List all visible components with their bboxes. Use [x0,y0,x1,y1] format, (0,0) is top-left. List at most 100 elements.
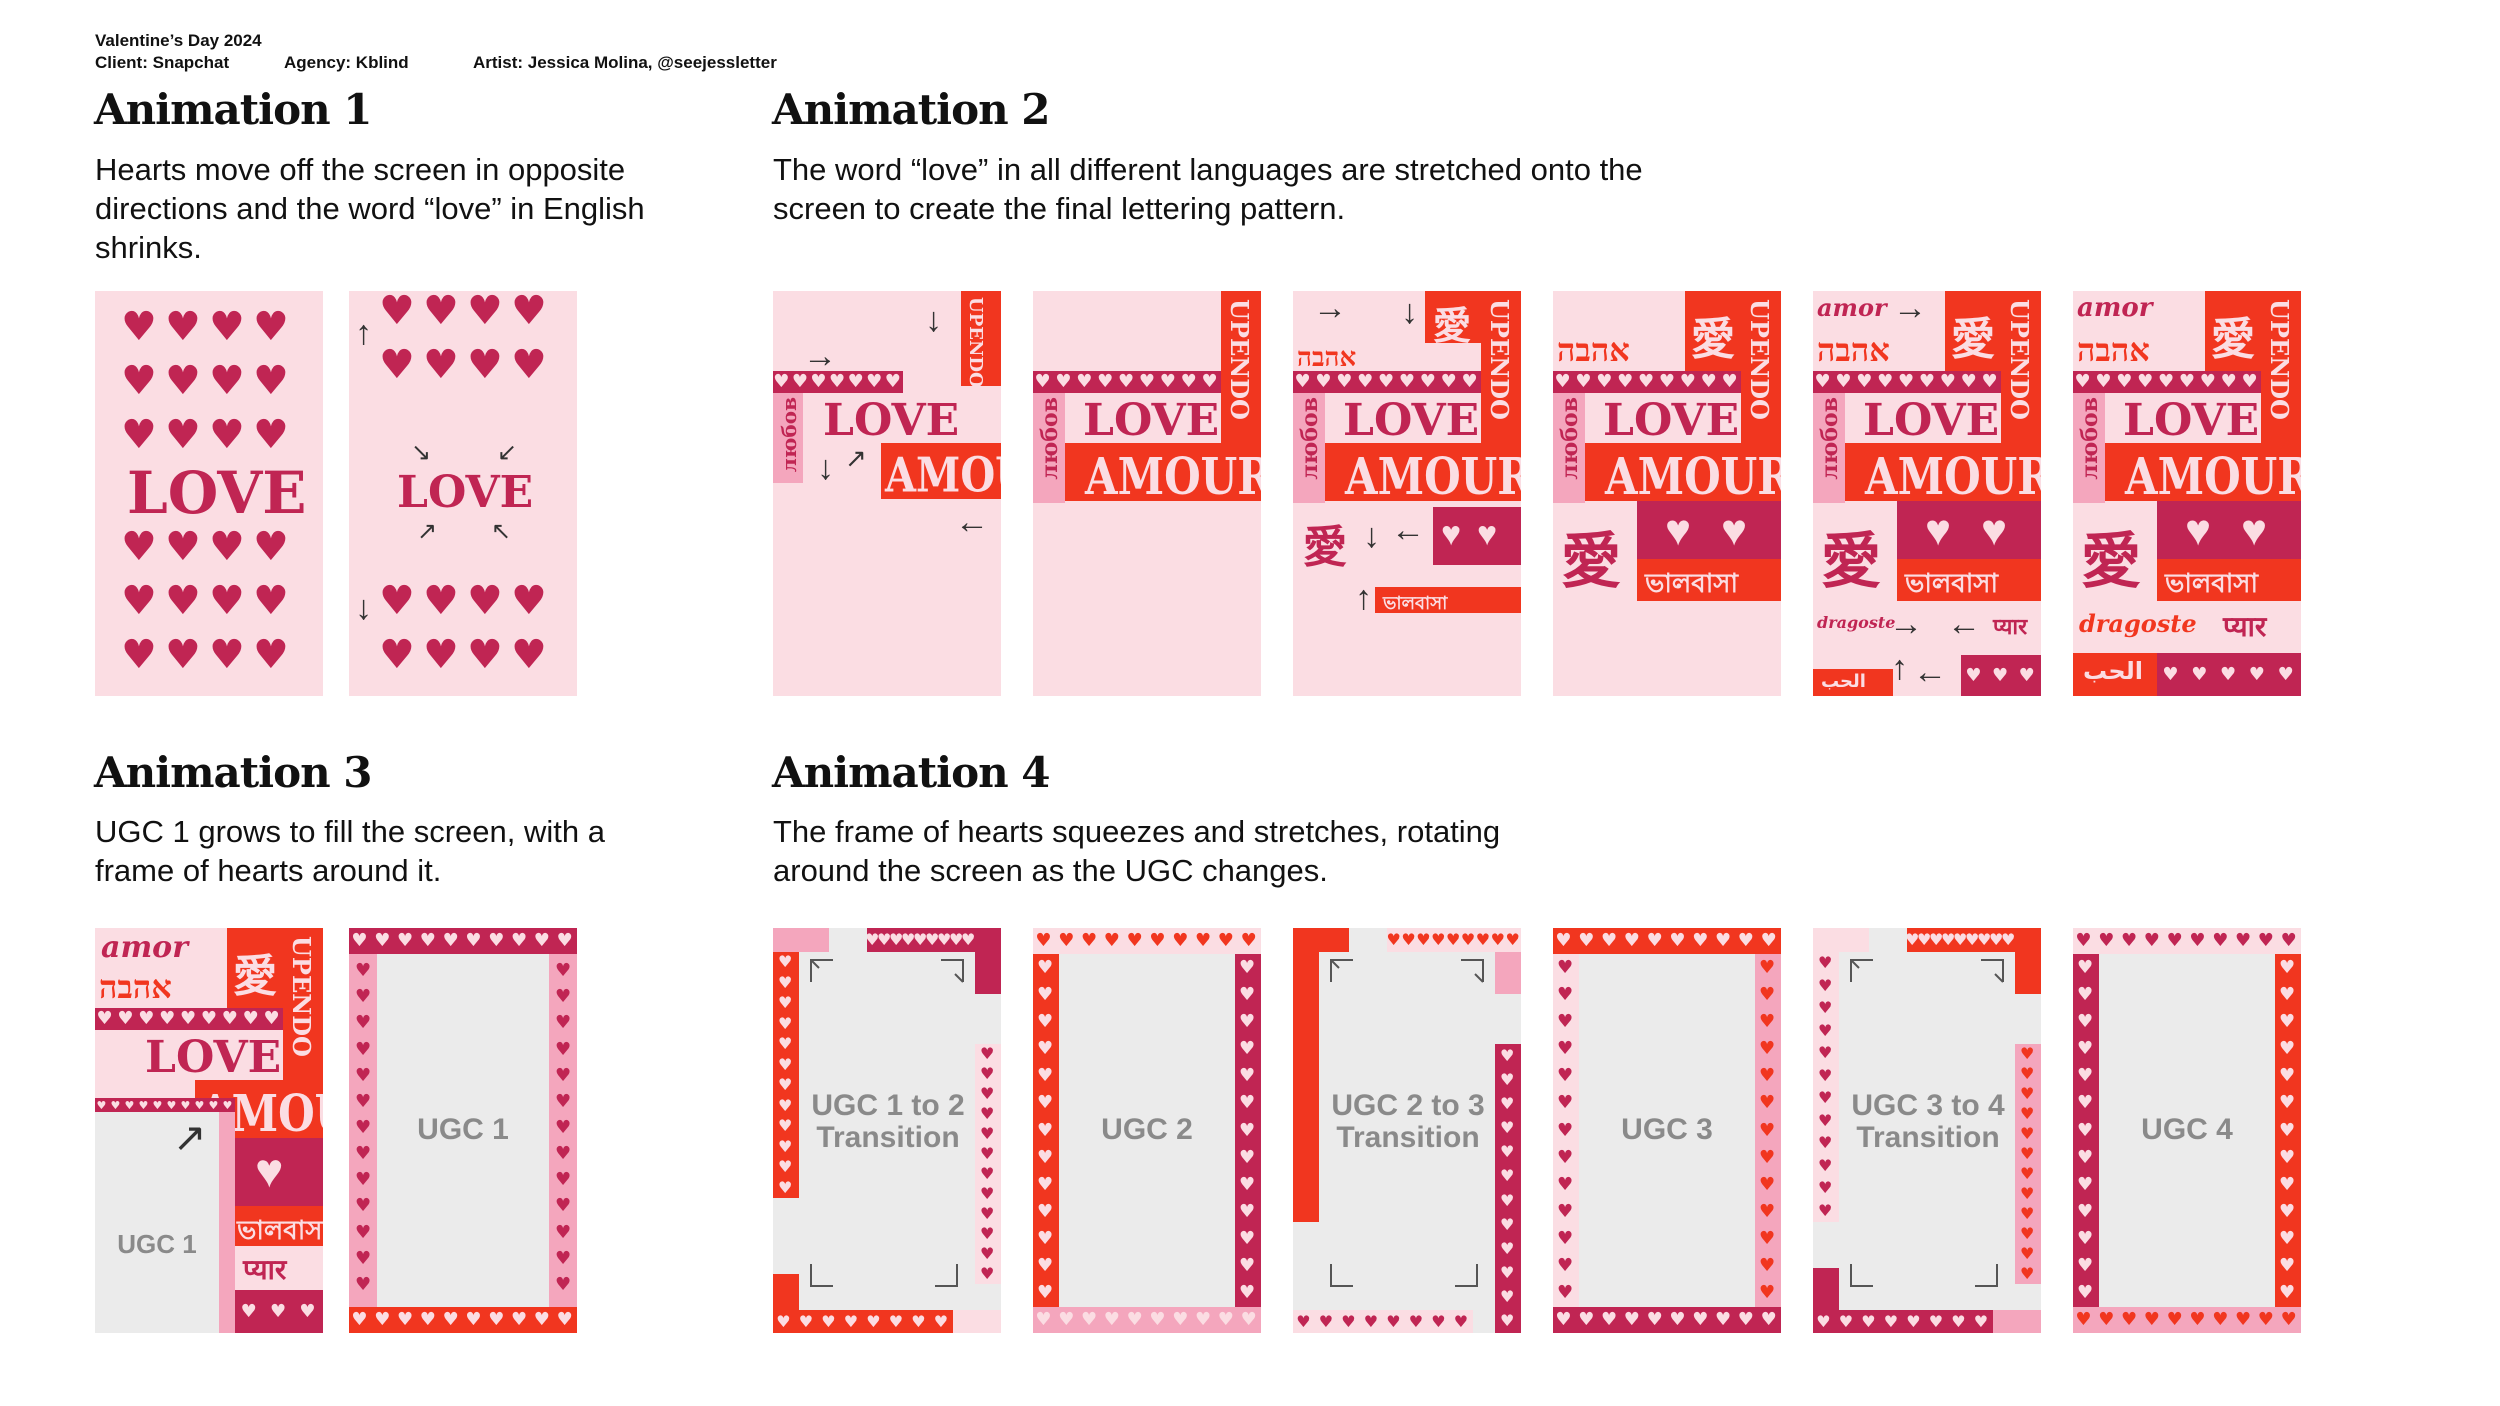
heart-icon: ♥ [355,1169,372,1191]
upendo-word: UPENDO [1225,299,1254,420]
bhalobasha-word: ভালবাসা [237,1216,323,1246]
love-word: LOVE [397,467,534,518]
bhalobasha-band [1897,559,2041,601]
heart-icon: ♥ [2279,1228,2296,1250]
heart-icon: ♥ [2020,1164,2035,1183]
heart-icon: ♥ [1965,664,1982,686]
heart-icon: ♥ [1180,371,1197,392]
heart-icon: ♥ [1818,998,1833,1018]
arrow-down-icon: ↓ [817,449,834,487]
corner-bracket-icon [1461,959,1484,983]
heart-icon: ♥ [270,1300,287,1322]
heart-icon: ♥ [533,1309,550,1330]
heart-icon: ♥ [2220,371,2237,392]
heart-column-right: ♥♥♥♥♥♥♥♥♥♥♥♥ [1495,1044,1521,1333]
heart-icon: ♥ [1835,371,1852,392]
heart-icon: ♥ [1387,930,1401,949]
heart-icon: ♥ [423,291,459,334]
heart-icon: ♥ [96,1008,113,1029]
heart-icon: ♥ [778,1136,793,1156]
bhalobasha-band [2157,559,2301,601]
heart-icon: ♥ [1118,371,1135,392]
heart-icon: ♥ [467,291,503,334]
heart-icon: ♥ [980,1264,995,1283]
upendo-band [1221,291,1261,443]
heart-icon: ♥ [511,291,547,334]
ahava-word: אהבה [1817,331,1890,369]
hubb-band [1813,669,1893,696]
dragoste-word: dragoste [1817,613,1896,632]
heart-icon: ♥ [1037,1092,1054,1114]
heart-icon: ♥ [1201,371,1218,392]
arrow-down-icon: ↓ [1363,517,1380,555]
heart-icon: ♥ [1917,930,1932,949]
heart-icon: ♥ [1341,1311,1356,1331]
heart-icon: ♥ [1239,1146,1256,1168]
corner-block-top-right [2015,928,2041,994]
heart-icon: ♥ [1081,1309,1098,1330]
heart-icon: ♥ [511,632,547,678]
heart-icon: ♥ [1737,1309,1754,1330]
ahava-word: אהבה [1557,331,1630,369]
heart-icon: ♥ [194,1098,205,1112]
heart-icon: ♥ [555,1273,572,1295]
heart-icon: ♥ [888,1311,904,1331]
lyubov-word: любов [1557,397,1583,480]
bhalobasha-word: ভালবাসা [2165,569,2259,599]
heart-icon: ♥ [1431,1311,1446,1331]
heart-icon: ♥ [778,993,793,1013]
heart-icon: ♥ [1596,371,1613,392]
ai-word: 愛 [1821,527,1881,597]
heart-icon: ♥ [2077,956,2094,978]
heart-icon: ♥ [821,1311,836,1331]
heart-icon: ♥ [1037,1146,1054,1168]
heart-icon: ♥ [847,371,864,392]
heart-icon: ♥ [2279,1010,2296,1032]
heart-icon: ♥ [1172,930,1189,951]
heart-icon: ♥ [379,342,415,388]
arrow-left-icon: ← [955,503,989,541]
heart-icon: ♥ [933,1311,949,1331]
heart-band-top: ♥♥♥♥♥♥♥♥♥♥ [1033,928,1261,954]
heart-icon: ♥ [1037,1038,1054,1060]
heart-icon: ♥ [1058,1309,1075,1330]
corner-bracket-icon [935,1264,958,1287]
ai-word: 愛 [233,951,277,1002]
heart-icon: ♥ [1505,930,1520,949]
anim2-frame-3: → ↓ 愛 UPENDO אהבה ♥♥♥♥♥♥♥♥♥ любов LOVE A… [1293,291,1521,696]
heart-icon: ♥ [221,1008,238,1029]
anim1-frame-2: ♥♥♥♥♥♥♥♥ ↑ ↘ ↙ LOVE ↗ ↖ ↓ ♥♥♥♥♥♥♥♥ [349,291,577,696]
ai-word: 愛 [1561,527,1621,597]
heart-icon: ♥ [2098,930,2115,951]
heart-icon: ♥ [1037,1255,1054,1277]
ugc-area [95,1112,219,1333]
heart-icon: ♥ [2137,371,2154,392]
heart-icon: ♥ [465,1309,482,1330]
heart-icon: ♥ [961,930,975,949]
heart-icon: ♥ [2166,1309,2183,1330]
love-word: LOVE [1083,395,1220,446]
heart-icon: ♥ [255,1145,284,1198]
heart-icon: ♥ [488,930,505,951]
heart-icon: ♥ [1557,1065,1574,1087]
heart-icon: ♥ [1217,930,1234,951]
anim4-frame-5: ♥♥♥♥♥♥♥♥♥ ♥♥♥♥♥♥♥♥♥♥♥♥ ♥♥♥♥♥♥♥♥♥♥♥♥ UGC … [1813,928,2041,1333]
heart-icon: ♥ [1658,371,1676,392]
heart-icon: ♥ [124,1098,135,1112]
heart-icon: ♥ [1557,1282,1574,1304]
heart-band: ♥♥♥♥♥♥♥♥♥ [2073,371,2261,393]
heart-icon: ♥ [1240,930,1257,951]
heart-icon: ♥ [511,342,547,388]
heart-icon: ♥ [1357,371,1374,392]
section-title-animation-1: Animation 1 [94,85,372,134]
heart-icon: ♥ [2241,371,2258,392]
heart-icon: ♥ [980,1084,995,1103]
heart-icon: ♥ [2189,930,2206,951]
heart-icon: ♥ [1035,930,1052,951]
arrow-down-icon: ↓ [925,301,942,339]
heart-icon: ♥ [511,930,528,951]
heart-icon: ♥ [355,986,372,1008]
heart-icon: ♥ [1195,1309,1212,1330]
ai-word: 愛 [1951,314,1995,365]
heart-band-bottom: ♥♥♥♥♥♥♥♥♥♥ [349,1307,577,1333]
